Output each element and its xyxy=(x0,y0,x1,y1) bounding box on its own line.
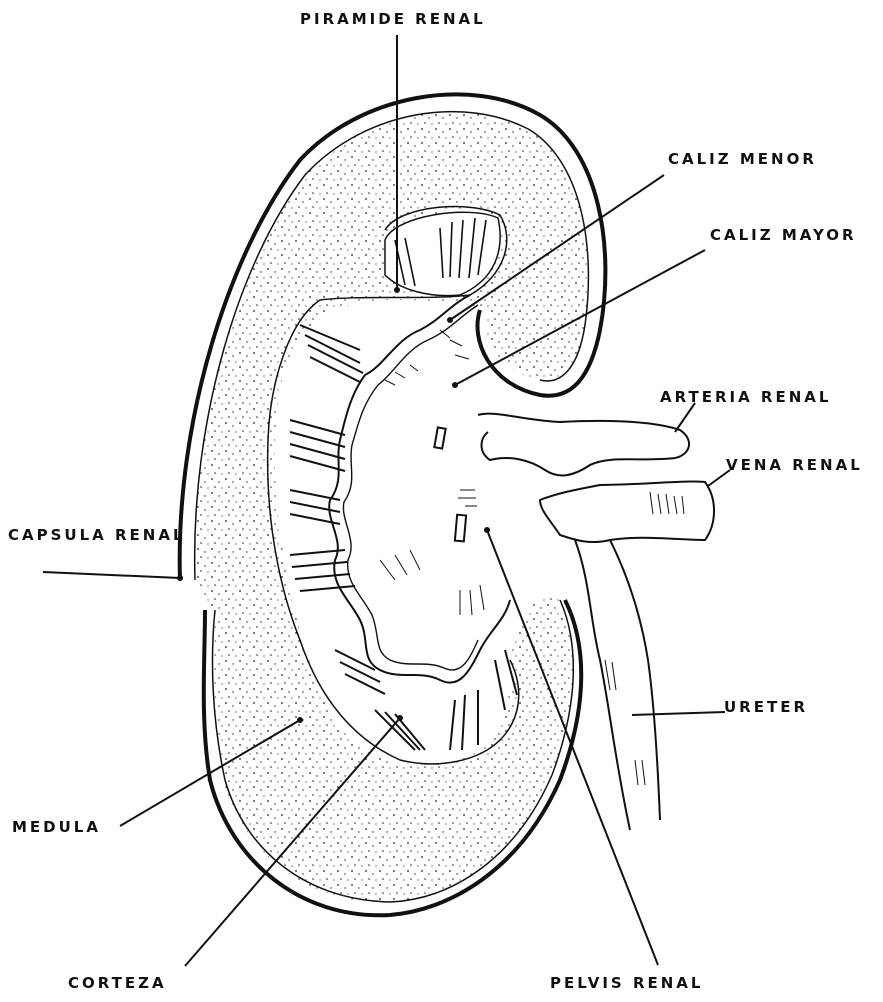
label-pelvis-renal: PELVIS RENAL xyxy=(550,976,703,991)
callout-capsula xyxy=(43,572,180,578)
label-capsula-renal: CAPSULA RENAL xyxy=(8,528,186,543)
callout-ureter xyxy=(632,712,725,715)
label-arteria-renal: ARTERIA RENAL xyxy=(660,390,831,405)
label-corteza: CORTEZA xyxy=(68,976,167,991)
renal-vein xyxy=(540,482,714,543)
label-piramide-renal: PIRAMIDE RENAL xyxy=(300,12,486,27)
label-ureter: URETER xyxy=(724,700,808,715)
label-caliz-menor: CALIZ MENOR xyxy=(668,152,817,167)
cortex-region xyxy=(195,112,589,902)
callout-arteria xyxy=(675,403,695,432)
label-caliz-mayor: CALIZ MAYOR xyxy=(710,228,857,243)
label-vena-renal: VENA RENAL xyxy=(726,458,863,473)
renal-artery xyxy=(478,414,689,476)
label-medula: MEDULA xyxy=(12,820,101,835)
pyramid-striations xyxy=(290,325,517,750)
